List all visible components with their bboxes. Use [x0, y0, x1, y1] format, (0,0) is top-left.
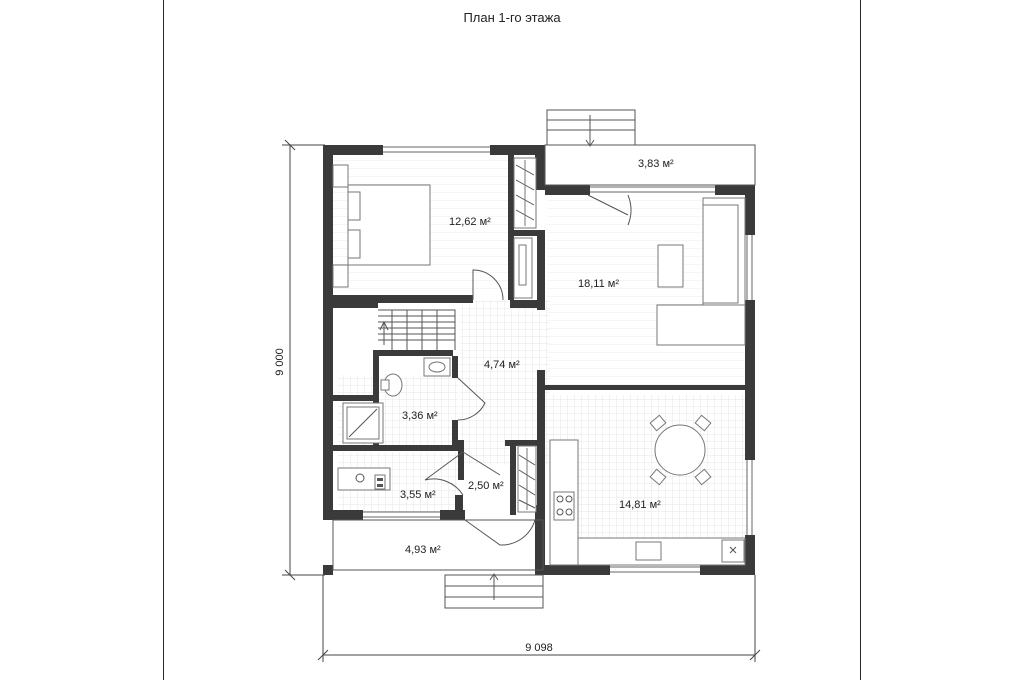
- stairs: [378, 309, 456, 350]
- dining-table: [649, 414, 712, 486]
- frame-line-left: [163, 0, 164, 680]
- kitchen-counter: [549, 439, 746, 566]
- room-area-boiler-room: 3,55 м²: [400, 489, 436, 501]
- room-area-porch: 4,93 м²: [405, 544, 441, 556]
- room-area-hall: 4,74 м²: [484, 359, 520, 371]
- windows: [363, 146, 753, 573]
- width-dimension-label: 9 098: [525, 642, 553, 654]
- plan-title: План 1-го этажа: [463, 10, 561, 25]
- room-area-living-room: 18,11 м²: [578, 278, 619, 290]
- height-dimension-label: 9 000: [274, 348, 286, 376]
- interior-walls: [333, 155, 745, 520]
- room-area-bathroom: 3,36 м²: [402, 410, 438, 422]
- frame-line-right: [860, 0, 861, 680]
- room-area-bedroom: 12,62 м²: [449, 216, 491, 228]
- coffee-table: [657, 244, 684, 288]
- room-area-terrace-top: 3,83 м²: [638, 158, 674, 170]
- bed: [332, 164, 431, 288]
- exterior-walls: [323, 145, 755, 575]
- wardrobes: [513, 157, 537, 513]
- top-porch-steps: [544, 109, 756, 186]
- doors: [424, 194, 632, 546]
- room-area-kitchen-dining: 14,81 м²: [619, 499, 661, 511]
- bathroom-fixtures: [342, 357, 451, 444]
- boiler-fixtures: [337, 467, 391, 491]
- dimension-width: [317, 575, 761, 662]
- dimension-height: [282, 139, 325, 581]
- room-area-entry: 2,50 м²: [468, 480, 504, 492]
- sofa: [656, 197, 746, 346]
- bottom-porch-steps: [332, 519, 544, 609]
